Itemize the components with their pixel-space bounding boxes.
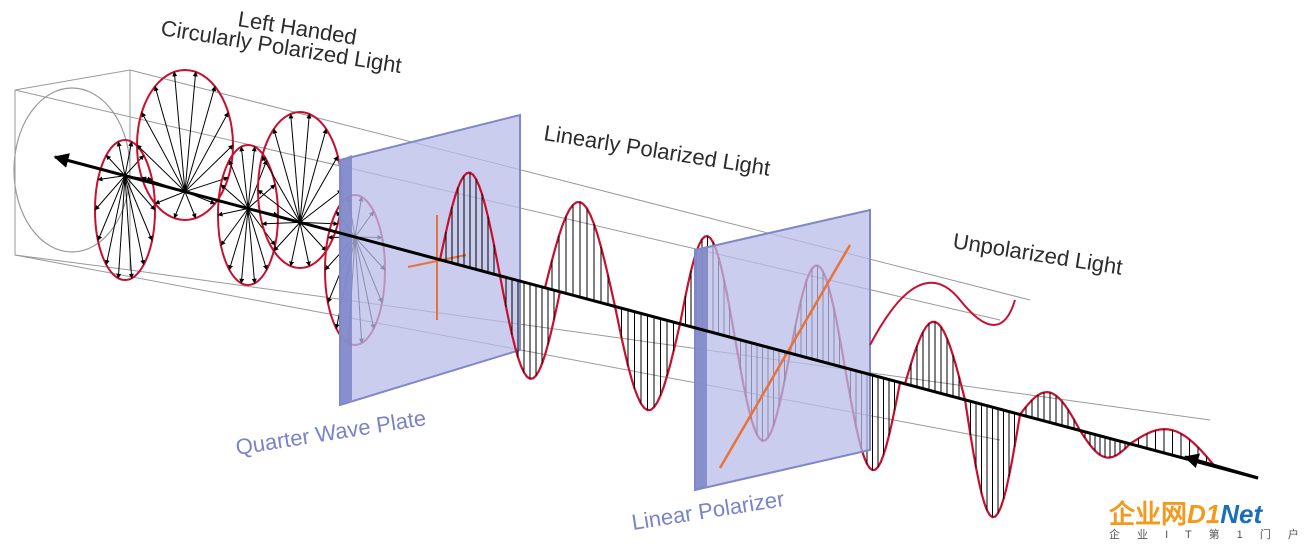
field-vector	[124, 154, 145, 177]
field-vector	[299, 113, 312, 223]
field-vector	[299, 222, 327, 252]
propagation-axis	[53, 153, 1259, 480]
field-vector	[289, 222, 301, 267]
field-vector	[97, 175, 126, 241]
field-vector	[299, 222, 311, 267]
field-vector	[299, 189, 343, 223]
field-vector	[261, 221, 301, 227]
unpolarized-wave	[869, 281, 1216, 519]
wave-lobe	[903, 320, 967, 401]
label-unpolarized: Unpolarized Light	[951, 228, 1124, 279]
field-vector	[239, 146, 249, 209]
wave-lobe	[438, 171, 502, 276]
label-linearly-polarized: Linearly Polarized Light	[542, 120, 772, 180]
field-vector	[184, 112, 229, 192]
wave-lobe	[869, 281, 1016, 346]
field-vector	[116, 141, 126, 176]
circular-ring	[257, 111, 343, 269]
circular-ring	[94, 139, 156, 281]
field-vector	[217, 208, 249, 217]
field-vector	[172, 71, 186, 192]
watermark-subline: 企 业 I T 第 1 门 户	[1109, 529, 1306, 541]
field-vector	[105, 154, 126, 177]
field-vector	[247, 208, 268, 271]
field-vector	[239, 208, 249, 284]
field-vector	[184, 144, 234, 193]
quarter-wave-plate	[339, 113, 521, 407]
field-vector	[124, 175, 153, 241]
field-vector	[94, 175, 126, 211]
field-vector	[153, 85, 186, 192]
watermark-net: Net	[1220, 499, 1263, 529]
field-vector	[299, 128, 328, 223]
field-vector	[257, 189, 301, 223]
field-vector	[124, 141, 134, 176]
field-vector	[228, 208, 249, 271]
field-vector	[184, 71, 198, 192]
field-vector	[247, 208, 257, 284]
label-quarter-wave-plate: Quarter Wave Plate	[234, 405, 428, 460]
field-vector	[288, 113, 301, 223]
field-vector	[184, 85, 217, 192]
field-vector	[273, 222, 301, 252]
field-vector	[247, 208, 276, 246]
field-vector	[124, 175, 134, 279]
field-vector	[299, 155, 339, 223]
field-vector	[104, 175, 126, 266]
field-vector	[247, 146, 257, 209]
field-vector	[136, 144, 186, 193]
field-vector	[141, 112, 186, 192]
field-vector	[220, 184, 249, 209]
field-vector	[261, 155, 301, 223]
field-vector	[220, 208, 249, 246]
field-vector	[184, 191, 197, 219]
wave-lobe	[1079, 429, 1131, 459]
watermark-cn: 企业网	[1109, 499, 1188, 529]
field-vector	[116, 175, 126, 279]
field-vector	[272, 128, 301, 223]
label-linear-polarizer: Linear Polarizer	[630, 486, 786, 535]
field-vector	[228, 159, 249, 209]
field-vector	[173, 191, 186, 219]
field-vector	[97, 175, 126, 182]
watermark-logo: 企业网D1Net 企 业 I T 第 1 门 户	[1109, 500, 1306, 546]
field-vector	[124, 175, 156, 211]
wave-lobe	[963, 399, 1022, 519]
field-vector	[124, 175, 146, 266]
field-vector	[247, 184, 276, 209]
watermark-brand: 企业网D1Net	[1109, 500, 1274, 528]
field-vector	[154, 191, 186, 205]
incoming-arrow	[1183, 453, 1259, 480]
watermark-d1: D1	[1187, 499, 1221, 529]
wave-lobe	[613, 306, 682, 412]
